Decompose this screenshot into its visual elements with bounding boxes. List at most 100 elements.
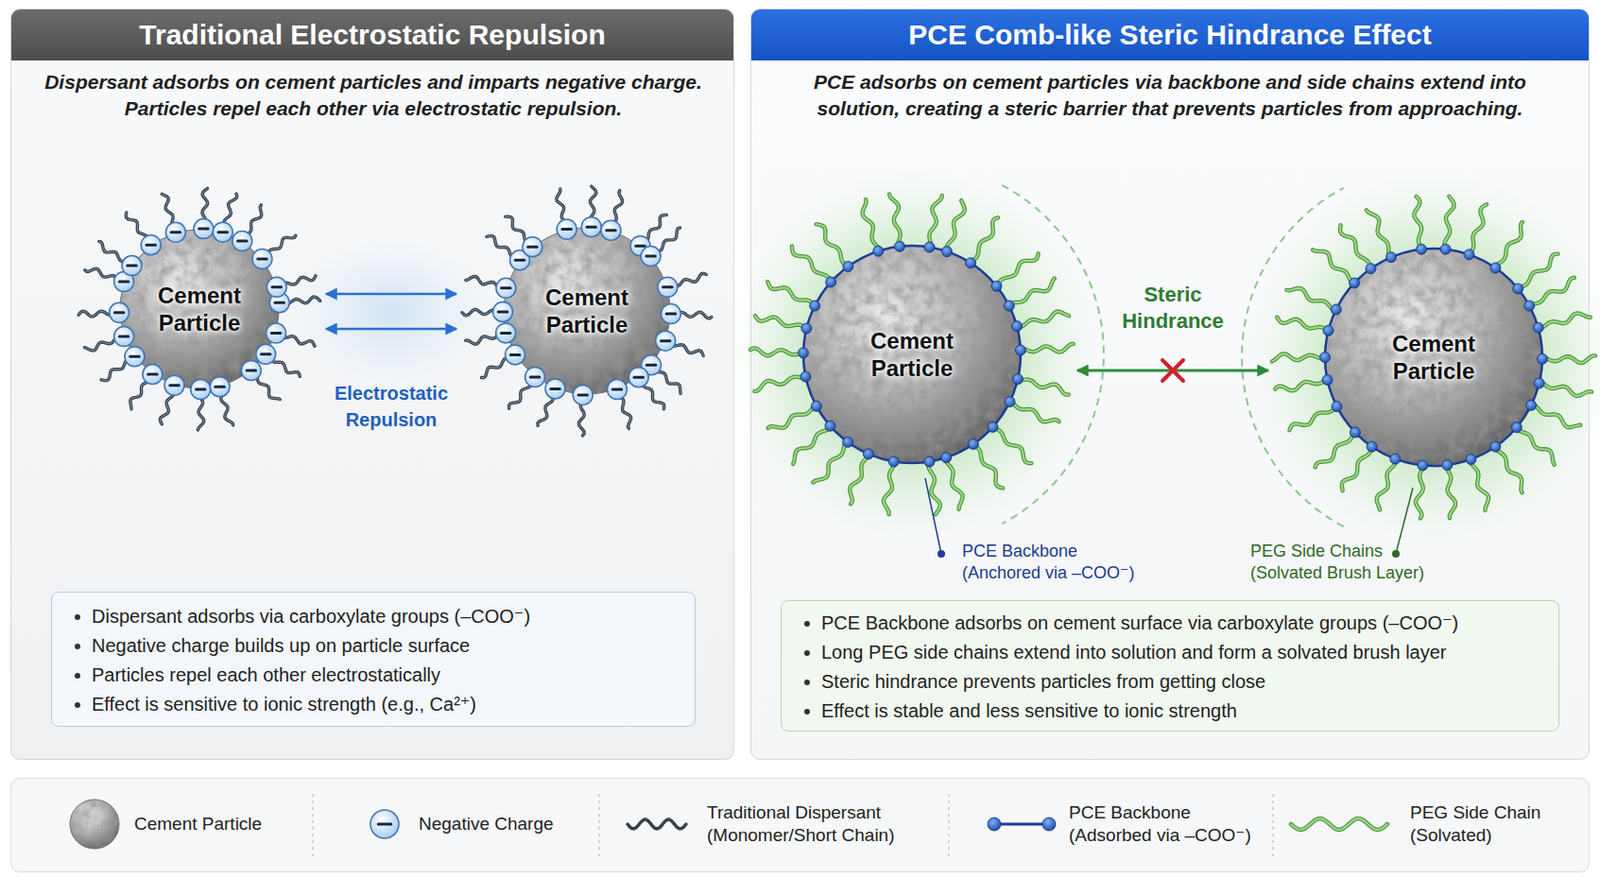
backbone-anchor <box>924 456 935 467</box>
solvated-halo <box>1249 172 1600 542</box>
peg-side-chain <box>1289 406 1337 431</box>
negative-charge-symbol <box>266 276 287 297</box>
peg-side-chain <box>928 462 941 516</box>
legend-dispersant-chain <box>627 819 687 829</box>
peg-side-chain <box>1494 447 1522 494</box>
peg-side-chain <box>767 281 815 306</box>
legend-text: Cement Particle <box>134 812 305 836</box>
legend-separator <box>1272 793 1274 857</box>
negative-charge-symbol <box>165 222 186 242</box>
peg-side-chain <box>754 377 806 392</box>
peg-side-chain <box>849 454 870 504</box>
peg-side-chain <box>1341 447 1373 491</box>
negative-charge-symbol <box>606 379 627 400</box>
peg-side-chain <box>1272 353 1325 362</box>
negative-charge-symbol <box>190 378 211 399</box>
negative-charge-symbol <box>114 326 135 347</box>
peg-side-chain <box>1515 428 1555 465</box>
negative-charge-symbol <box>140 235 161 256</box>
minus-sign <box>550 387 560 391</box>
minus-sign <box>378 823 392 826</box>
minus-sign <box>119 279 128 283</box>
backbone-anchor <box>862 448 874 460</box>
backbone-anchor <box>967 438 979 449</box>
peg-side-chain-core <box>1531 404 1582 429</box>
backbone-anchor <box>1415 243 1427 255</box>
peg-side-chain <box>1312 249 1354 284</box>
panel-heading: Traditional Electrostatic Repulsion <box>11 9 734 61</box>
peg-side-chain-core <box>862 199 880 251</box>
legend-peg-chain-core <box>1290 818 1388 830</box>
peg-side-chain-core <box>1469 460 1489 511</box>
peg-side-chain-core <box>1414 196 1423 250</box>
minus-sign <box>612 388 621 392</box>
particle-text: Cement Particle <box>850 326 974 382</box>
peg-side-chain-core <box>1286 288 1336 311</box>
backbone-anchor <box>1331 401 1342 413</box>
peg-side-chain <box>1010 400 1060 422</box>
peg-side-chain <box>1414 196 1423 250</box>
peg-side-chain-core <box>849 454 870 504</box>
peg-side-chain <box>755 315 807 328</box>
particle-text: Cement Particle <box>525 283 649 339</box>
pce-backbone <box>1324 248 1543 466</box>
backbone-anchor <box>810 400 822 412</box>
backbone-anchor <box>1440 243 1451 255</box>
legend-text: PEG Side Chain (Solvated) <box>1410 801 1566 847</box>
minus-sign <box>199 227 208 231</box>
peg-side-chain <box>750 347 804 356</box>
steric-boundary-arc <box>1241 188 1344 527</box>
minus-sign <box>119 335 128 339</box>
minus-sign <box>170 383 179 387</box>
minus-sign <box>578 393 587 396</box>
minus-sign <box>171 230 180 234</box>
minus-sign <box>606 228 616 232</box>
particle-texture <box>120 229 279 389</box>
negative-charge-symbol <box>505 344 526 365</box>
peg-side-chain-core <box>1539 381 1592 396</box>
peg-side-chain <box>889 194 901 247</box>
peg-side-chain <box>862 199 880 251</box>
steric-boundary-arc <box>1001 185 1104 524</box>
callout-label: PEG Side Chains (Solvated Brush Layer) <box>1250 540 1449 585</box>
negative-charge-symbol <box>121 256 142 276</box>
backbone-anchor <box>924 241 935 253</box>
pce-backbone <box>803 245 1021 464</box>
particle-graphic <box>72 182 327 436</box>
peg-side-chain-core <box>928 462 941 516</box>
leader-line <box>925 478 942 554</box>
peg-side-chain-core <box>1415 465 1425 519</box>
peg-side-chain-core <box>1315 431 1356 468</box>
backbone-anchor <box>1330 304 1342 315</box>
legend-backbone-line <box>994 823 1050 826</box>
peg-side-chain-core <box>1445 464 1456 518</box>
peg-side-chain <box>791 246 831 283</box>
connector-arrow <box>326 292 457 296</box>
peg-side-chain-core <box>1312 249 1354 284</box>
peg-side-chain-core <box>929 195 942 248</box>
peg-side-chain-core <box>792 427 831 465</box>
bullet-item: Effect is stable and less sensitive to i… <box>800 696 1540 726</box>
peg-side-chain <box>1315 431 1356 468</box>
backbone-anchor <box>941 246 952 258</box>
bullet-item: Steric hindrance prevents particles from… <box>800 667 1540 697</box>
minus-sign <box>196 387 206 391</box>
peg-side-chain <box>1529 277 1575 306</box>
backbone-anchor <box>1365 263 1377 275</box>
peg-side-chain <box>816 223 848 267</box>
particle-label: Cement Particle <box>850 326 974 382</box>
minus-sign <box>562 227 571 231</box>
peg-side-chain-core <box>767 281 815 306</box>
peg-side-chain-core <box>1341 447 1373 491</box>
peg-side-chain <box>1017 379 1069 396</box>
panel-subtitle: Dispersant adsorbs on cement particles a… <box>42 68 705 122</box>
negative-charge-symbol <box>266 323 287 344</box>
peg-side-chain-core <box>1010 400 1060 422</box>
negative-charge-symbol <box>655 330 676 351</box>
backbone-anchor <box>1532 322 1544 333</box>
negative-charge-symbol <box>657 276 678 297</box>
backbone-anchor <box>825 276 837 288</box>
peg-side-chain <box>1366 209 1391 258</box>
peg-side-chain <box>1531 404 1582 429</box>
